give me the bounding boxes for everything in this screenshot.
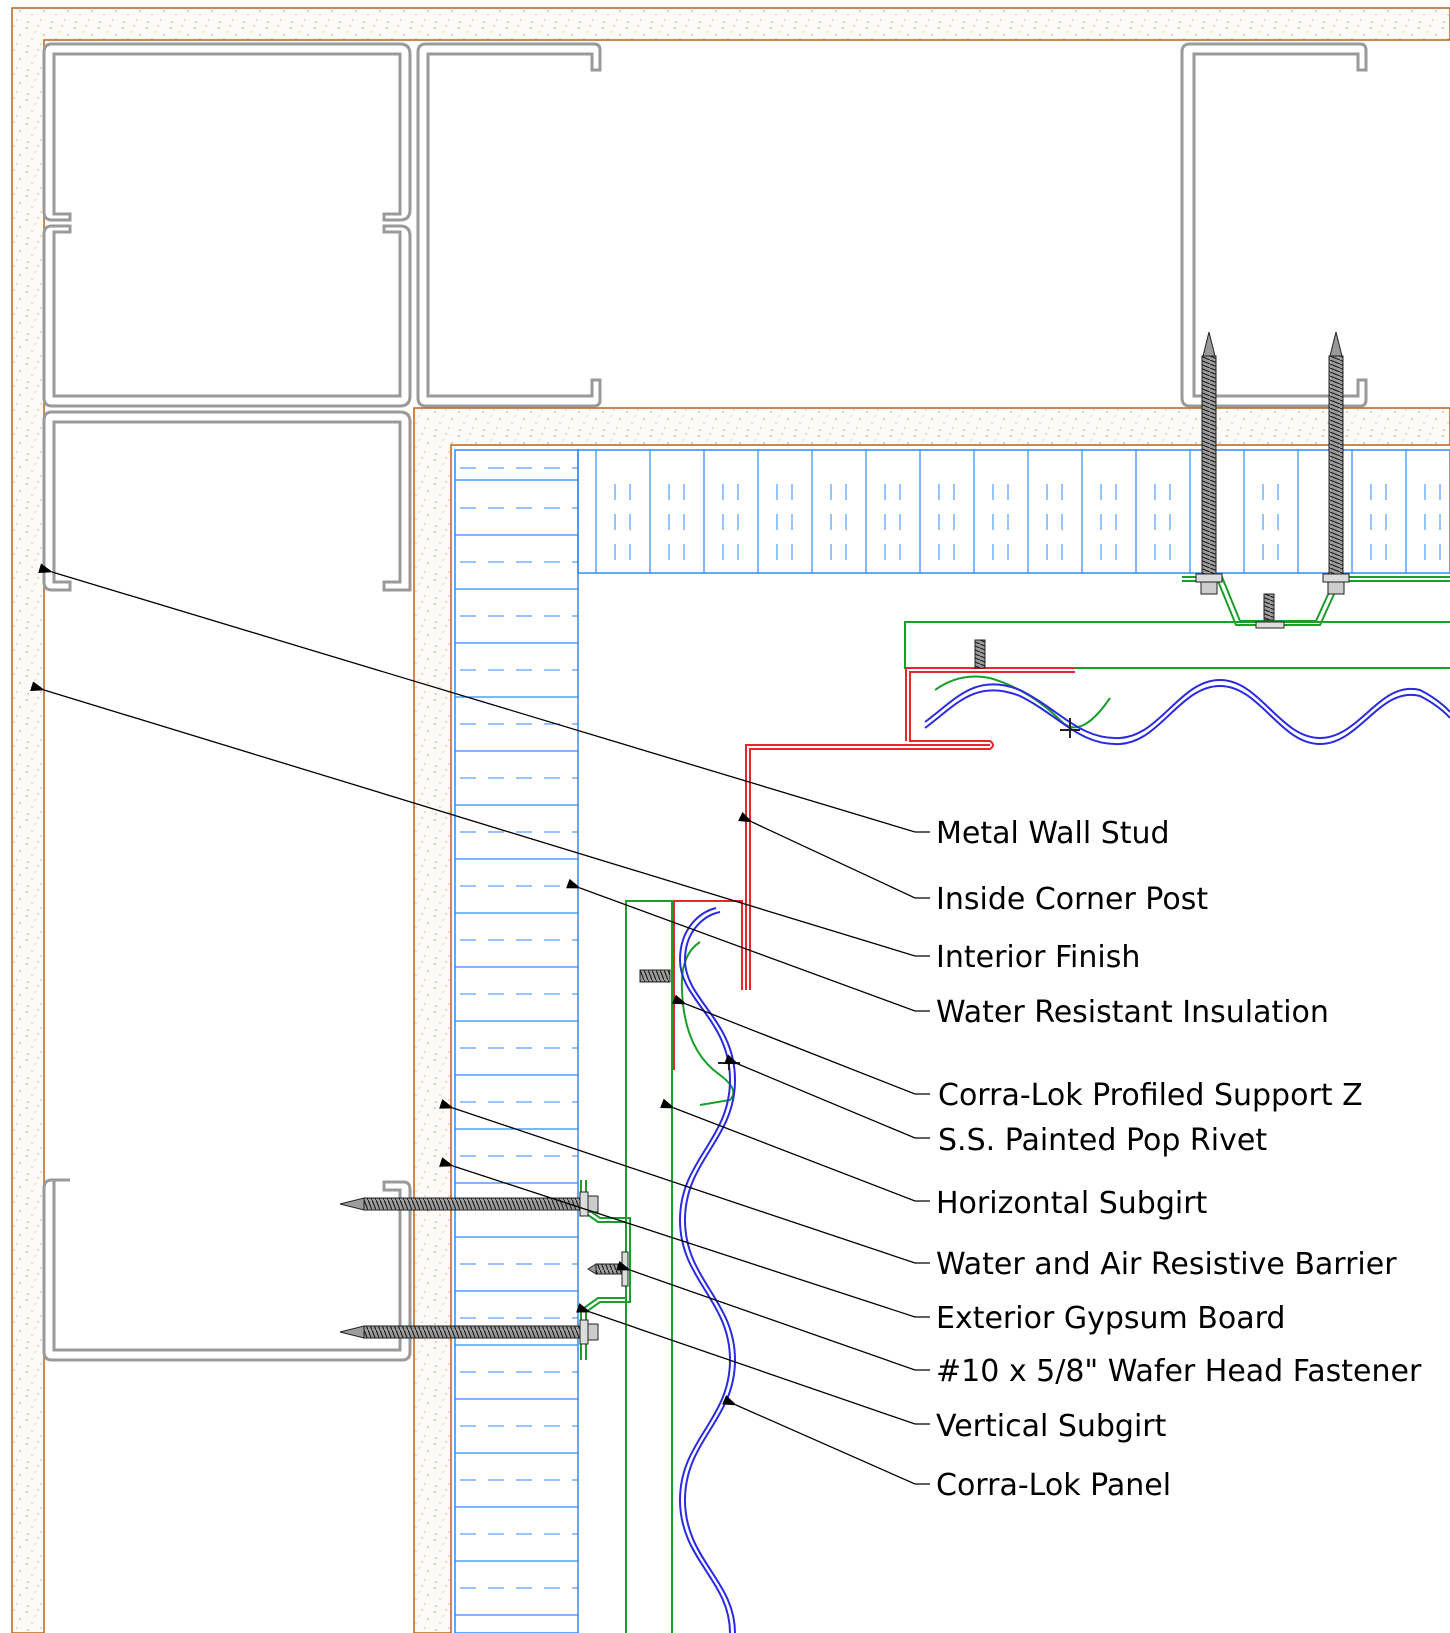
long-screws-top: [974, 331, 1350, 669]
callout-pop-rivet: S.S. Painted Pop Rivet: [938, 1123, 1267, 1158]
stud-top-left-upper: [42, 42, 412, 222]
leader-horizontal-subgirt: [660, 1098, 930, 1202]
stud-left-third: [42, 410, 412, 592]
leader-interior-finish: [30, 681, 930, 957]
leader-metal-wall-stud: [38, 563, 930, 833]
callout-interior-finish: Interior Finish: [936, 940, 1140, 975]
leader-lines: [30, 563, 930, 1485]
long-screws-side: [339, 1191, 599, 1345]
stud-top-right: [1180, 42, 1368, 408]
stud-bottom-left: [42, 1178, 412, 1362]
callout-metal-wall-stud: Metal Wall Stud: [936, 816, 1170, 851]
stud-top-left-middle: [42, 224, 412, 408]
callout-horizontal-subgirt: Horizontal Subgirt: [936, 1186, 1208, 1221]
leader-insulation: [566, 878, 930, 1012]
leader-wafer-fastener: [616, 1260, 930, 1371]
top-subgirts: [904, 576, 1450, 669]
exterior-gypsum-board: [413, 407, 1450, 1633]
callout-air-barrier: Water and Air Resistive Barrier: [936, 1247, 1397, 1282]
metal-wall-studs: [42, 42, 1368, 1362]
leader-vertical-subgirt: [576, 1303, 930, 1425]
leader-inside-corner-post: [738, 811, 930, 899]
insulation-horizontal: [577, 449, 1450, 574]
callout-profiled-support-z: Corra-Lok Profiled Support Z: [938, 1078, 1363, 1113]
leader-corra-lok-panel: [722, 1395, 930, 1485]
horizontal-subgirt-side: [625, 900, 673, 1633]
leader-support-z: [672, 994, 930, 1095]
callout-water-resistant-insulation: Water Resistant Insulation: [936, 995, 1329, 1030]
leader-air-barrier: [439, 1099, 930, 1264]
callout-wafer-fastener: #10 x 5/8" Wafer Head Fastener: [936, 1354, 1422, 1389]
inside-corner-post-shape: [673, 667, 1075, 1070]
corra-lok-panel-shape: [678, 678, 1450, 1633]
callout-labels: Metal Wall Stud Inside Corner Post Inter…: [936, 816, 1422, 1503]
callout-inside-corner-post: Inside Corner Post: [936, 882, 1208, 917]
callout-exterior-gypsum: Exterior Gypsum Board: [936, 1301, 1285, 1336]
leader-exterior-gypsum: [439, 1157, 930, 1318]
leader-pop-rivet: [724, 1054, 930, 1139]
stud-top-second: [416, 42, 602, 408]
interior-finish-board: [11, 7, 1450, 1633]
callout-vertical-subgirt: Vertical Subgirt: [936, 1409, 1167, 1444]
callout-corra-lok-panel: Corra-Lok Panel: [936, 1468, 1171, 1503]
insulation-vertical: [454, 449, 579, 1633]
